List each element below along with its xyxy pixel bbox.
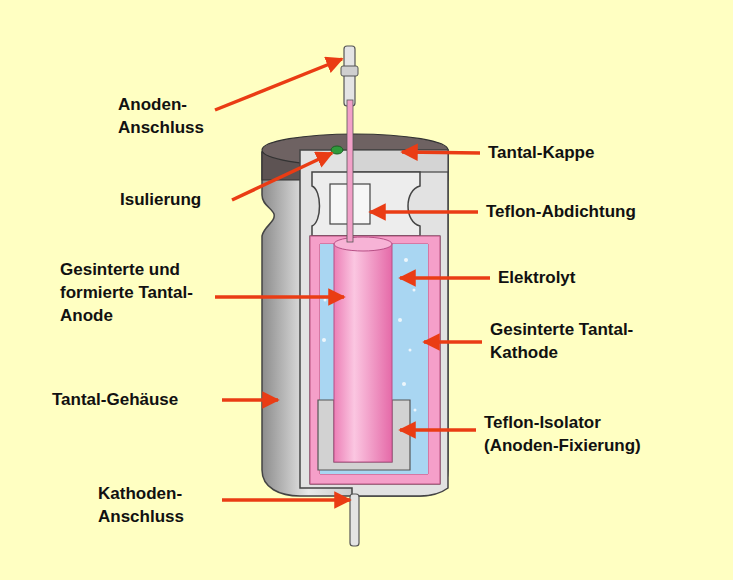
leader-lines [215,59,490,500]
part-label: Elektrolyt [498,266,698,289]
tantalum-anode [334,244,392,462]
cavity [310,236,440,484]
part-label: Gesinterte und formierte Tantal-Anode [60,258,210,327]
part-label: Kathoden- Anschluss [98,482,210,528]
part-label: Teflon-Isolator (Anoden-Fixierung) [484,411,669,457]
insulation-ring [331,146,343,154]
part-label: Tantal-Gehäuse [52,388,222,411]
lead-weld [341,66,358,76]
teflon-seal [312,172,420,236]
part-label: Gesinterte Tantal-Kathode [490,318,640,364]
part-label: Teflon-Abdichtung [486,200,716,223]
anode-top [334,237,392,251]
part-label: Isulierung [120,188,320,211]
tantalum-cathode [310,236,440,484]
anode-rod [347,100,353,242]
part-label: Tantal-Kappe [488,141,708,164]
cathode-lead [350,494,359,546]
part-label: Anoden- Anschluss [118,93,228,139]
cut-wall [300,150,448,496]
